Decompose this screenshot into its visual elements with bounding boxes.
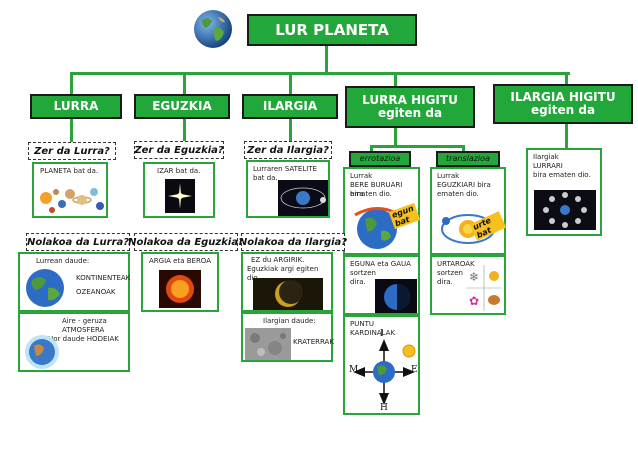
text-eguna-gaua-1: EGUNA eta GAUA — [350, 260, 411, 268]
star-icon — [165, 179, 195, 213]
box-planeta: PLANETA bat da. — [32, 162, 108, 218]
text-argirik-2: Eguzkiak argi egiten dio. — [247, 265, 319, 282]
text-lurrean-daude: Lurrean daude: — [36, 257, 90, 265]
text-urtaroak-2: sortzen — [437, 269, 463, 277]
planets-icon — [40, 188, 104, 213]
header-eguzkia: EGUZKIA — [134, 94, 230, 119]
box-ilargian-daude: Ilargian daude: KRATERRAK — [241, 312, 334, 362]
text-izar: IZAR bat da. — [157, 167, 201, 175]
text-ilargi-2: LURRARI — [533, 162, 563, 170]
connector-errotazioa — [370, 145, 373, 151]
header-ilargia-higitu: ILARGIA HIGITU egiten da — [493, 84, 633, 124]
connector-ilargia-higitu-down — [565, 124, 568, 148]
box-translazioa: Lurrak EGUZKIARI bira ematen dio. urte b… — [430, 167, 507, 255]
box-argirik: EZ du ARGIRIK. Eguzkiak argi egiten dio. — [241, 252, 333, 312]
label-translazioa: translazioa — [436, 151, 500, 167]
connector-lurra-higitu-down — [394, 127, 397, 147]
connector-eguzkia-down — [183, 118, 186, 142]
question-zer-lurra: Zer da Lurra? — [28, 142, 116, 160]
question-zer-eguzkia: Zer da Eguzkia? — [134, 141, 224, 159]
text-eguna-gaua-3: dira. — [350, 278, 366, 286]
sun-glow-icon — [159, 270, 201, 308]
moon-phases-icon — [534, 190, 596, 230]
text-ozeanoak: OZEANOAK — [76, 288, 116, 296]
earth-globe-icon — [192, 8, 234, 50]
text-argirik-1: EZ du ARGIRIK. — [251, 256, 305, 264]
text-errotazio-3: ematen dio. — [350, 190, 392, 198]
text-ilargi-3: bira ematen dio. — [533, 171, 591, 179]
seasons-icon: ❄ ✿ — [466, 265, 502, 311]
text-urtaroak-3: dira. — [437, 278, 453, 286]
text-ilargi-1: Ilargiak — [533, 153, 559, 161]
connector-ilargia-higitu — [565, 72, 568, 84]
header-lurra-higitu: LURRA HIGITU egiten da — [345, 86, 475, 128]
compass-south-label: H — [380, 403, 388, 413]
page-title: LUR PLANETA — [247, 14, 417, 46]
compass-east-label: E — [411, 365, 418, 375]
compass-north-label: I — [380, 329, 384, 339]
text-airea-1: Aire - geruza — [62, 317, 107, 325]
question-nolakoa-lurra: Nolakoa da Lurra? — [26, 233, 130, 251]
box-errotazioa: Lurrak BERE BURUARI bira ematen dio. egu… — [343, 167, 421, 255]
connector-lurra — [70, 72, 73, 94]
label-errotazioa: errotazioa — [349, 151, 411, 167]
box-eguna-gaua: EGUNA eta GAUA sortzen dira. — [343, 255, 420, 315]
connector-lurra-down — [70, 118, 73, 142]
connector-motion-split — [370, 145, 465, 148]
text-urtaroak-1: URTAROAK — [437, 260, 475, 268]
text-airea-2: ATMOSFERA — [62, 326, 105, 334]
earth-moon-orbit-icon — [278, 180, 328, 216]
earth-globe-icon-small — [26, 269, 64, 307]
rotating-earth-icon — [354, 207, 404, 249]
text-errotazio-1: Lurrak — [350, 172, 373, 180]
header-lurra-higitu-line1: LURRA HIGITU — [362, 92, 458, 107]
text-satelite-2: bat da. — [253, 174, 278, 182]
svg-text:❄: ❄ — [469, 270, 479, 284]
connector-eguzkia — [183, 72, 186, 94]
header-lurra: LURRA — [30, 94, 122, 119]
box-urtaroak: URTAROAK sortzen dira. ❄ ✿ — [430, 255, 506, 315]
eclipse-icon — [253, 278, 323, 310]
moon-surface-icon — [245, 328, 291, 360]
header-ilargia-higitu-line1: ILARGIA HIGITU — [510, 89, 616, 104]
text-puntu-kardinalak: PUNTU KARDINALAK — [350, 320, 396, 337]
box-puntu-kardinalak: PUNTU KARDINALAK I H M E — [343, 315, 420, 415]
compass-west-label: M — [349, 365, 359, 375]
text-translazio-3: ematen dio. — [437, 190, 479, 198]
connector-bar — [70, 72, 570, 75]
text-argia-beroa: ARGIA eta BEROA — [149, 257, 211, 265]
text-airea-3: Hor daude HODEIAK — [48, 335, 119, 343]
box-ilargia-bira: Ilargiak LURRARI bira ematen dio. — [526, 148, 602, 236]
box-atmosfera: Aire - geruza ATMOSFERA Hor daude HODEIA… — [18, 312, 130, 372]
connector-ilargia — [289, 72, 292, 94]
compass-icon — [353, 339, 416, 405]
box-argia-beroa: ARGIA eta BEROA — [141, 252, 219, 312]
text-ilargian-daude: Ilargian daude: — [263, 317, 316, 325]
header-ilargia: ILARGIA — [242, 94, 338, 119]
connector-ilargia-down — [289, 118, 292, 142]
question-nolakoa-eguzkia: Nolakoa da Eguzkia? — [128, 233, 244, 251]
text-errotazio-2: BERE BURUARI bira — [350, 181, 403, 198]
header-lurra-higitu-line2: egiten da — [377, 106, 443, 120]
text-translazio-1: Lurrak — [437, 172, 460, 180]
connector-trunk — [325, 44, 328, 74]
atmosphere-earth-icon — [25, 335, 59, 369]
box-lurrean-daude: Lurrean daude: KONTINENTEAK OZEANOAK — [18, 252, 130, 312]
connector-lurra-higitu — [394, 72, 397, 86]
question-nolakoa-ilargia: Nolakoa da Ilargia? — [239, 233, 347, 251]
svg-text:✿: ✿ — [469, 294, 479, 308]
text-translazio-2: EGUZKIARI bira — [437, 181, 491, 189]
text-satelite-1: Lurraren SATELITE — [253, 165, 318, 173]
box-izar: IZAR bat da. — [143, 162, 215, 218]
day-night-earth-icon — [375, 279, 417, 313]
header-ilargia-higitu-line2: egiten da — [530, 103, 596, 117]
question-zer-ilargia: Zer da Ilargia? — [244, 141, 332, 159]
text-planeta: PLANETA bat da. — [40, 167, 99, 175]
text-kontinenteak: KONTINENTEAK — [76, 274, 131, 282]
text-kraterrak: KRATERRAK — [293, 338, 334, 346]
connector-translazioa — [462, 145, 465, 151]
box-satelite: Lurraren SATELITE bat da. — [246, 160, 330, 218]
text-eguna-gaua-2: sortzen — [350, 269, 376, 277]
